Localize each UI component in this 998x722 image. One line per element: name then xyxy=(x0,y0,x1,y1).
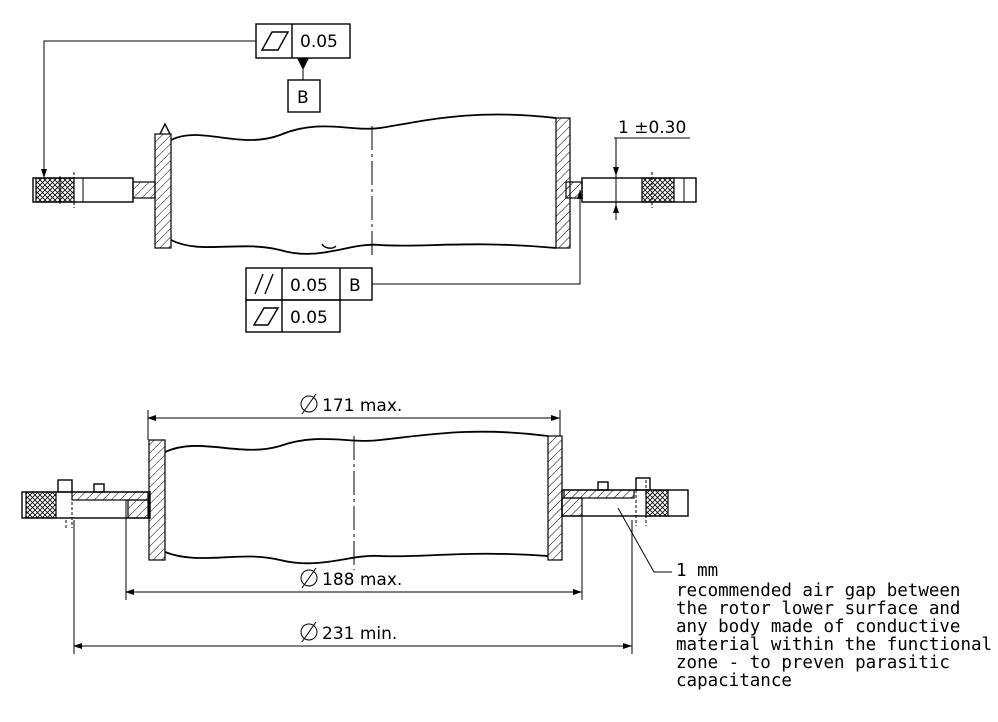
note-line-6: capacitance xyxy=(676,671,792,691)
air-gap-note: 1 mm recommended air gap between the rot… xyxy=(617,507,992,691)
dim-188-label: 188 max. xyxy=(322,570,402,590)
dim-171: 171 max. xyxy=(147,393,561,440)
parallelism-frame: 0.05 B 0.05 xyxy=(245,190,583,333)
datum-b-label: B xyxy=(297,88,309,108)
left-shaft-top xyxy=(32,172,156,208)
bottom-view: 171 max. xyxy=(21,393,992,691)
note-line-2: the rotor lower surface and xyxy=(676,599,960,619)
dim-231-label: 231 min. xyxy=(322,624,397,644)
flatness-value-bottom: 0.05 xyxy=(290,308,328,328)
flatness-frame-top: 0.05 xyxy=(255,23,351,59)
dim-188: 188 max. xyxy=(125,500,583,600)
note-line-5: zone - to preven parasitic xyxy=(676,653,950,673)
flatness-icon-2 xyxy=(252,307,280,326)
parallelism-value: 0.05 xyxy=(290,276,328,296)
shaft-tolerance-label: 1 ±0.30 xyxy=(618,118,686,138)
parallelism-icon xyxy=(254,273,274,295)
right-hub-bottom xyxy=(561,477,689,526)
rotor-body-top xyxy=(154,113,571,258)
dim-171-label: 171 max. xyxy=(322,396,402,416)
parallelism-datum: B xyxy=(349,276,361,296)
note-line-4: material within the functional xyxy=(676,635,992,655)
flatness-icon xyxy=(260,31,290,51)
note-line-3: any body made of conductive xyxy=(676,617,960,637)
flatness-value-top: 0.05 xyxy=(300,32,338,52)
top-view: 0.05 B xyxy=(32,23,697,333)
right-shaft-top xyxy=(565,170,697,212)
dim-231: 231 min. xyxy=(73,520,633,654)
shaft-tolerance: 1 ±0.30 xyxy=(613,118,690,220)
datum-box xyxy=(287,79,321,113)
datum-triangle-icon xyxy=(297,58,309,70)
note-line-1: recommended air gap between xyxy=(676,581,960,601)
rotor-body-bottom xyxy=(148,430,563,570)
air-gap-value: 1 mm xyxy=(676,561,718,581)
flatness-leader xyxy=(41,40,256,178)
left-hub-bottom xyxy=(21,479,151,528)
